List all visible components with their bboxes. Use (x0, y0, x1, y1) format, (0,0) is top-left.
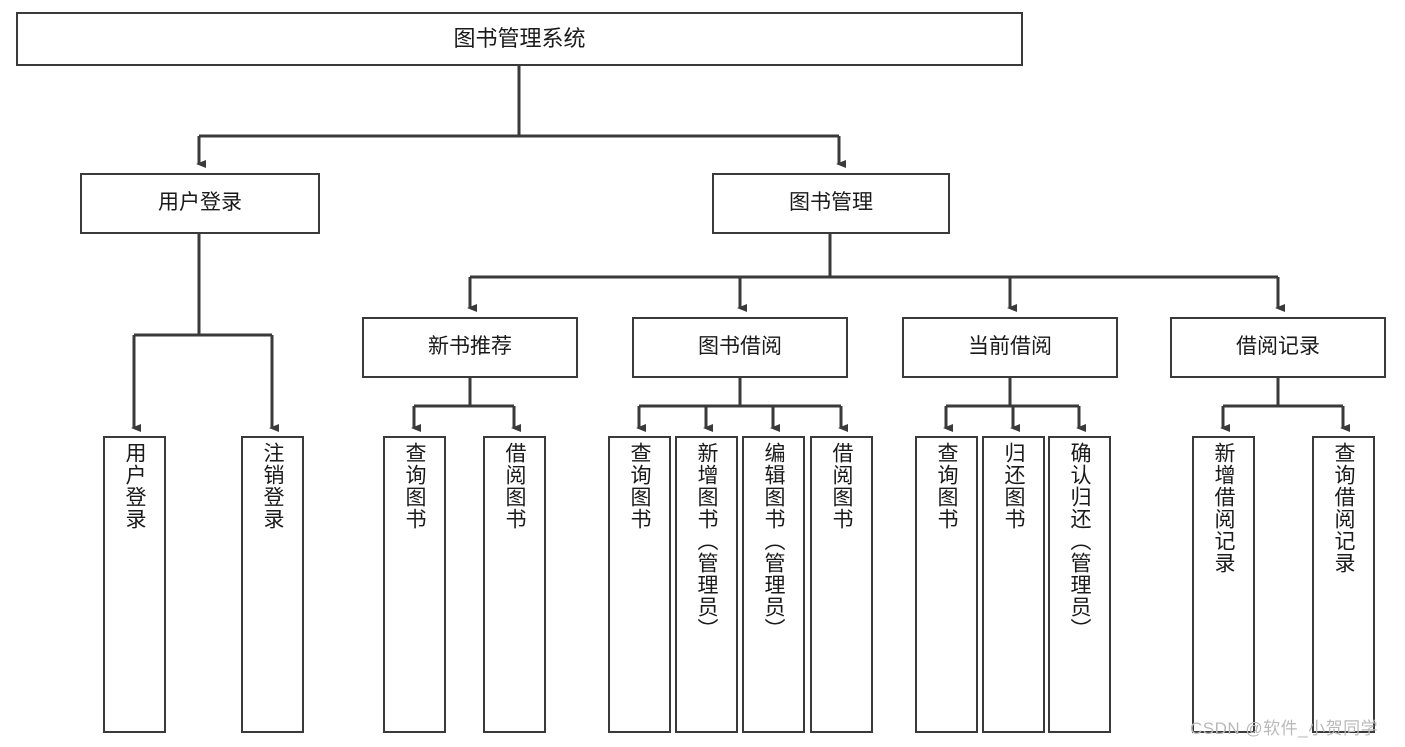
leaf-borrow-book[interactable]: 借阅图书 (810, 436, 873, 733)
node-label: 用户登录 (158, 191, 242, 215)
node-label: 确认归还（管理员） (1068, 442, 1091, 640)
node-root-system[interactable]: 图书管理系统 (16, 12, 1023, 66)
leaf-edit-book-admin[interactable]: 编辑图书（管理员） (742, 436, 805, 733)
leaf-query-book-recommend[interactable]: 查询图书 (383, 436, 446, 733)
node-label: 查询借阅记录 (1332, 442, 1355, 574)
node-borrow-record[interactable]: 借阅记录 (1170, 317, 1386, 378)
leaf-query-book-borrow[interactable]: 查询图书 (608, 436, 671, 733)
node-current-borrow[interactable]: 当前借阅 (902, 317, 1118, 378)
node-label: 查询图书 (935, 442, 958, 530)
node-label: 用户登录 (123, 442, 146, 530)
node-label: 查询图书 (628, 442, 651, 530)
leaf-return-book[interactable]: 归还图书 (982, 436, 1045, 733)
node-label: 新增图书（管理员） (695, 442, 718, 640)
node-label: 新书推荐 (428, 335, 512, 359)
node-label: 新增借阅记录 (1212, 442, 1235, 574)
node-label: 归还图书 (1002, 442, 1025, 530)
node-label: 借阅图书 (503, 442, 526, 530)
leaf-add-borrow-record[interactable]: 新增借阅记录 (1192, 436, 1255, 733)
node-label: 注销登录 (261, 442, 284, 530)
node-label: 借阅记录 (1236, 335, 1320, 359)
node-label: 图书借阅 (698, 335, 782, 359)
leaf-add-book-admin[interactable]: 新增图书（管理员） (675, 436, 738, 733)
leaf-confirm-return-admin[interactable]: 确认归还（管理员） (1048, 436, 1111, 733)
leaf-user-login[interactable]: 用户登录 (103, 436, 166, 733)
leaf-query-borrow-record[interactable]: 查询借阅记录 (1312, 436, 1375, 733)
node-book-management[interactable]: 图书管理 (712, 173, 950, 234)
node-label: 查询图书 (403, 442, 426, 530)
watermark: CSDN @软件_小贺同学 (1190, 719, 1379, 738)
node-book-borrow[interactable]: 图书借阅 (632, 317, 848, 378)
leaf-query-book-current[interactable]: 查询图书 (915, 436, 978, 733)
node-new-book-recommend[interactable]: 新书推荐 (362, 317, 578, 378)
leaf-borrow-book-recommend[interactable]: 借阅图书 (483, 436, 546, 733)
node-label: 图书管理系统 (453, 26, 586, 52)
node-user-login[interactable]: 用户登录 (80, 173, 320, 234)
node-label: 编辑图书（管理员） (762, 442, 785, 640)
node-label: 借阅图书 (830, 442, 853, 530)
leaf-logout-login[interactable]: 注销登录 (241, 436, 304, 733)
node-label: 当前借阅 (968, 335, 1052, 359)
node-label: 图书管理 (789, 191, 873, 215)
